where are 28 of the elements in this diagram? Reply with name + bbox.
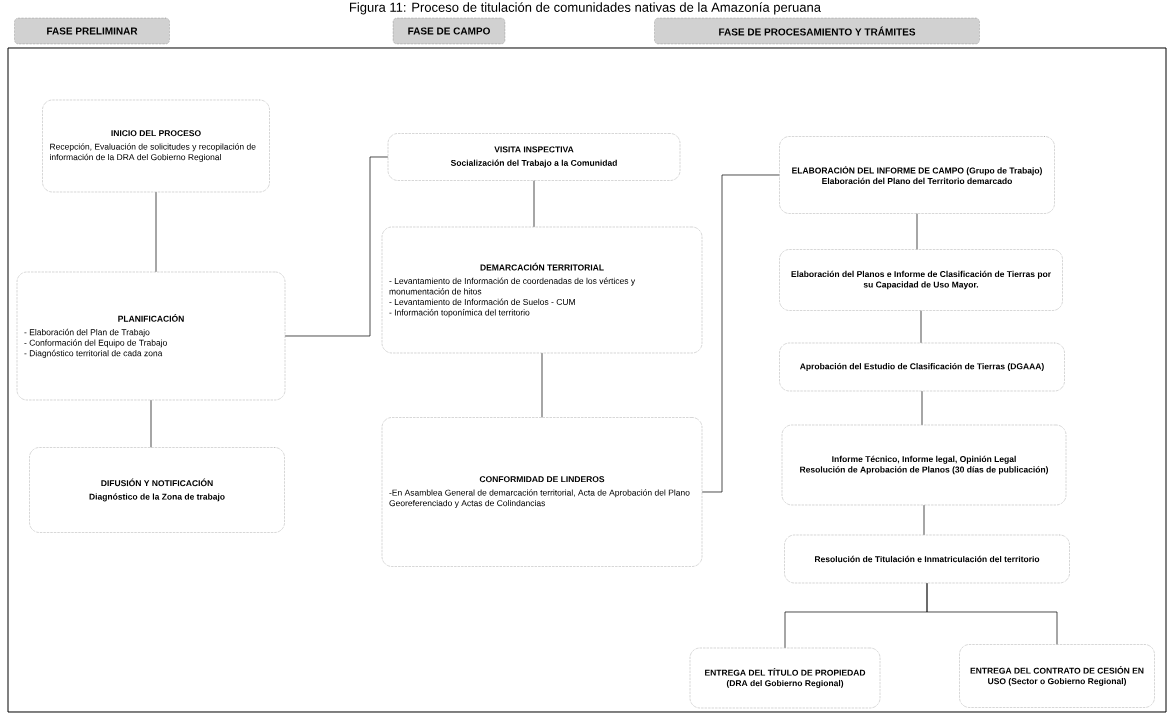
connector-line — [923, 504, 925, 536]
connector-line — [284, 156, 389, 337]
phase-header: FASE DE PROCESAMIENTO Y TRÁMITES — [654, 17, 980, 45]
connector-line — [921, 390, 923, 426]
process-box: INICIO DEL PROCESO Recepción, Evaluación de solicitudes y recopilación de información de la DRA del Gobierno Regional — [42, 99, 270, 193]
connector-line — [150, 399, 152, 448]
process-box: CONFORMIDAD DE LINDEROS -En Asamblea General de demarcación territorial, Acta de Aprobación del Plano Georeferenciado y Actas de Colindancias — [381, 417, 703, 567]
process-box: PLANIFICACIÓN - Elaboración del Plan de Trabajo - Conformación del Equipo de Trabajo - Diagnóstico territorial de cada zona — [16, 271, 286, 401]
process-box: Informe Técnico, Informe legal, Opinión Legal Resolución de Aprobación de Planos (30 días de publicación) — [781, 424, 1067, 506]
connector-line — [701, 174, 780, 493]
process-box: VISITA INSPECTIVA Socialización del Trabajo a la Comunidad — [387, 133, 681, 181]
connector-line — [533, 180, 535, 228]
connector-line — [926, 582, 1058, 645]
connector-line — [155, 191, 157, 273]
phase-header: FASE DE CAMPO — [392, 17, 506, 45]
process-box: DIFUSIÓN Y NOTIFICACIÓN Diagnóstico de la Zona de trabajo — [29, 447, 285, 533]
figure-title: Figura 11: Proceso de titulación de comunidades nativas de la Amazonía peruana — [350, 2, 821, 15]
process-box: Aprobación del Estudio de Clasificación de Tierras (DGAAA) — [779, 342, 1065, 392]
connector-line — [541, 352, 543, 418]
process-box: ELABORACIÓN DEL INFORME DE CAMPO (Grupo de Trabajo) Elaboración del Plano del Territorio demarcado — [779, 136, 1055, 214]
process-box: Elaboración del Planos e Informe de Clasificación de Tierras por su Capacidad de Uso Mayor. — [779, 249, 1063, 311]
connector-line — [916, 213, 918, 250]
process-box: ENTREGA DEL TÍTULO DE PROPIEDAD (DRA del Gobierno Regional) — [689, 647, 881, 709]
connector-line — [920, 310, 922, 344]
process-box: Resolución de Titulación e Inmatriculación del territorio — [784, 534, 1070, 584]
process-box: DEMARCACIÓN TERRITORIAL - Levantamiento de Información de coordenadas de los vértices y monumentación de hitos - Levantamiento de Información de Suelos - CUM - Información toponímica del territorio — [381, 226, 703, 354]
process-box: ENTREGA DEL CONTRATO DE CESIÓN EN USO (Sector o Gobierno Regional) — [959, 644, 1155, 708]
phase-header: FASE PRELIMINAR — [14, 17, 170, 45]
